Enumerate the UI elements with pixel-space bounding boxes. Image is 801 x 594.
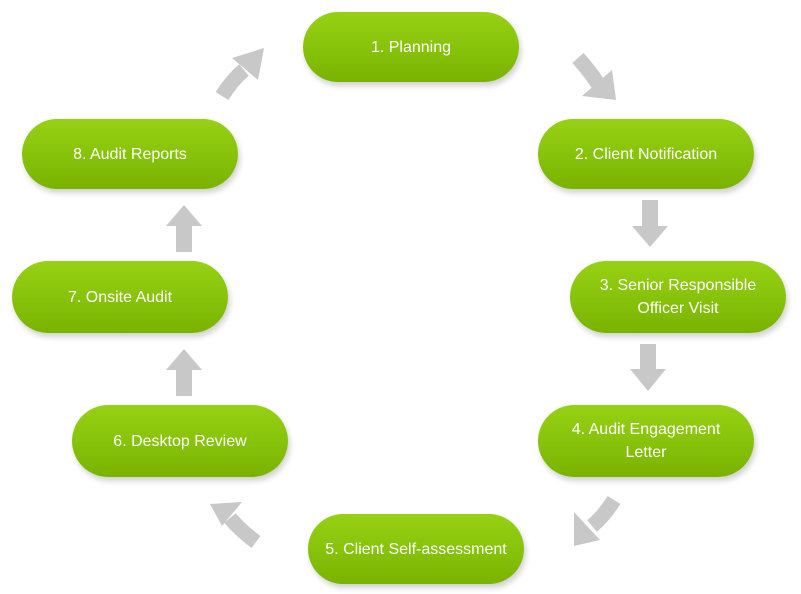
step-planning: 1. Planning — [303, 12, 519, 82]
arrow-planning-to-notification — [572, 53, 616, 100]
step-audit-engagement-letter: 4. Audit Engagement Letter — [538, 405, 754, 477]
step-audit-reports: 8. Audit Reports — [22, 119, 238, 189]
step-client-self-assessment: 5. Client Self-assessment — [308, 514, 524, 584]
arrow-engagement-to-self-assessment — [574, 495, 621, 546]
arrow-notification-to-officer-visit — [632, 200, 668, 247]
arrow-reports-to-planning — [215, 48, 264, 101]
step-label: 5. Client Self-assessment — [325, 540, 507, 558]
step-label: 6. Desktop Review — [113, 432, 247, 450]
step-label: 2. Client Notification — [574, 145, 718, 163]
step-label: 4. Audit Engagement Letter — [571, 421, 721, 461]
arrow-desktop-review-to-onsite-audit — [166, 349, 202, 396]
arrow-self-assessment-to-desktop-review — [210, 502, 261, 548]
step-desktop-review: 6. Desktop Review — [72, 405, 288, 477]
step-label: 1. Planning — [370, 38, 452, 56]
arrow-onsite-audit-to-reports — [166, 205, 202, 252]
step-label: 3. Senior Responsible Officer Visit — [599, 277, 757, 317]
step-senior-responsible-officer-visit: 3. Senior Responsible Officer Visit — [570, 261, 786, 333]
arrow-officer-visit-to-engagement — [630, 344, 666, 391]
step-client-notification: 2. Client Notification — [538, 119, 754, 189]
step-label: 7. Onsite Audit — [67, 288, 173, 306]
step-label: 8. Audit Reports — [73, 145, 187, 163]
step-onsite-audit: 7. Onsite Audit — [12, 261, 228, 333]
